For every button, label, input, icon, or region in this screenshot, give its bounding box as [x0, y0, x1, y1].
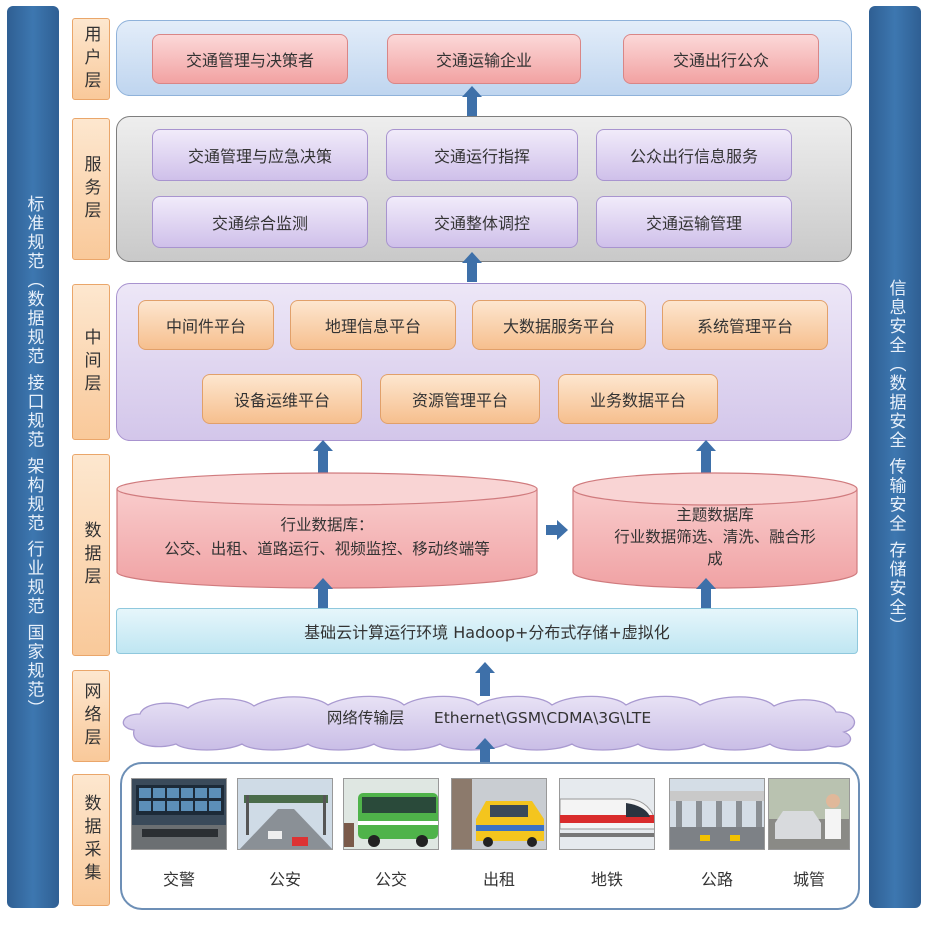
photo-public-security — [237, 778, 333, 850]
arrow-cloud-to-industrydb — [313, 578, 333, 608]
service-box-operation-command: 交通运行指挥 — [386, 129, 578, 181]
standards-text: 标准规范（数据规范 接口规范 架构规范 行业规范 国家规范） — [23, 195, 44, 719]
theme-db-description-cont: 成 — [707, 550, 723, 568]
arrow-industrydb-to-themedb — [546, 520, 568, 540]
user-box-public-travelers: 交通出行公众 — [623, 34, 819, 84]
label-data-layer: 数据层 — [72, 454, 110, 656]
toll-station-icon — [670, 779, 764, 849]
label-middle-layer: 中间层 — [72, 284, 110, 440]
security-text: 信息安全（数据安全 传输安全 存储安全） — [885, 278, 906, 636]
arrow-collect-to-network — [475, 738, 495, 764]
service-box-overall-control: 交通整体调控 — [386, 196, 578, 248]
photo-subway — [559, 778, 655, 850]
city-inspector-icon — [769, 779, 849, 849]
arrow-service-to-user — [462, 86, 482, 116]
label-service-layer: 服务层 — [72, 118, 110, 260]
service-box-transport-management: 交通运输管理 — [596, 196, 792, 248]
high-speed-train-icon — [560, 779, 654, 849]
industry-db-title: 行业数据库： — [280, 516, 374, 534]
theme-database-cylinder-icon — [572, 472, 858, 589]
collect-label-city-management: 城管 — [792, 870, 825, 889]
network-cloud-icon — [122, 695, 855, 751]
label-user-layer: 用户层 — [72, 18, 110, 100]
service-box-public-info: 公众出行信息服务 — [596, 129, 792, 181]
cloud-computing-environment: 基础云计算运行环境 Hadoop+分布式存储+虚拟化 — [116, 608, 858, 654]
arrow-middle-to-service — [462, 252, 482, 282]
middle-box-resource-management: 资源管理平台 — [380, 374, 540, 424]
collect-label-highway: 公路 — [700, 870, 733, 889]
right-security-bar: 信息安全（数据安全 传输安全 存储安全） — [869, 6, 921, 908]
label-collect-layer: 数据采集 — [72, 774, 110, 906]
collect-label-taxi: 出租 — [482, 870, 515, 889]
collect-label-subway: 地铁 — [590, 870, 623, 889]
green-bus-icon — [344, 779, 438, 849]
theme-db-description: 行业数据筛选、清洗、融合形 — [614, 528, 816, 546]
collect-label-public-security: 公安 — [268, 870, 301, 889]
arrow-cloud-to-themedb — [696, 578, 716, 608]
theme-db-title: 主题数据库 — [676, 506, 754, 524]
left-standards-bar: 标准规范（数据规范 接口规范 架构规范 行业规范 国家规范） — [7, 6, 59, 908]
photo-taxi — [451, 778, 547, 850]
photo-public-bus — [343, 778, 439, 850]
service-box-comprehensive-monitoring: 交通综合监测 — [152, 196, 368, 248]
photo-highway — [669, 778, 765, 850]
highway-gantry-icon — [238, 779, 332, 849]
middle-box-business-data: 业务数据平台 — [558, 374, 718, 424]
middle-box-system-management: 系统管理平台 — [662, 300, 828, 350]
theme-database: 主题数据库 行业数据筛选、清洗、融合形 成 — [572, 472, 858, 590]
industry-database-cylinder-icon — [116, 472, 538, 589]
arrow-network-to-cloud — [475, 662, 495, 696]
industry-db-contents: 公交、出租、道路运行、视频监控、移动终端等 — [164, 540, 490, 558]
network-layer-text: 网络传输层 Ethernet\GSM\CDMA\3G\LTE — [326, 709, 652, 727]
photo-city-management — [768, 778, 850, 850]
middle-box-gis: 地理信息平台 — [290, 300, 456, 350]
label-network-layer: 网络层 — [72, 670, 110, 762]
middle-box-bigdata: 大数据服务平台 — [472, 300, 646, 350]
photo-traffic-police — [131, 778, 227, 850]
yellow-taxi-icon — [452, 779, 546, 849]
collect-label-traffic-police: 交警 — [162, 870, 195, 889]
arrow-themedb-to-middle — [696, 440, 716, 474]
user-box-decision-makers: 交通管理与决策者 — [152, 34, 348, 84]
middle-box-middleware: 中间件平台 — [138, 300, 274, 350]
service-box-emergency-decision: 交通管理与应急决策 — [152, 129, 368, 181]
arrow-industrydb-to-middle — [313, 440, 333, 474]
collect-label-bus: 公交 — [374, 870, 407, 889]
user-box-transport-enterprises: 交通运输企业 — [387, 34, 581, 84]
industry-database: 行业数据库： 公交、出租、道路运行、视频监控、移动终端等 — [116, 472, 538, 590]
traffic-police-control-room-icon — [132, 779, 226, 849]
middle-box-device-ops: 设备运维平台 — [202, 374, 362, 424]
